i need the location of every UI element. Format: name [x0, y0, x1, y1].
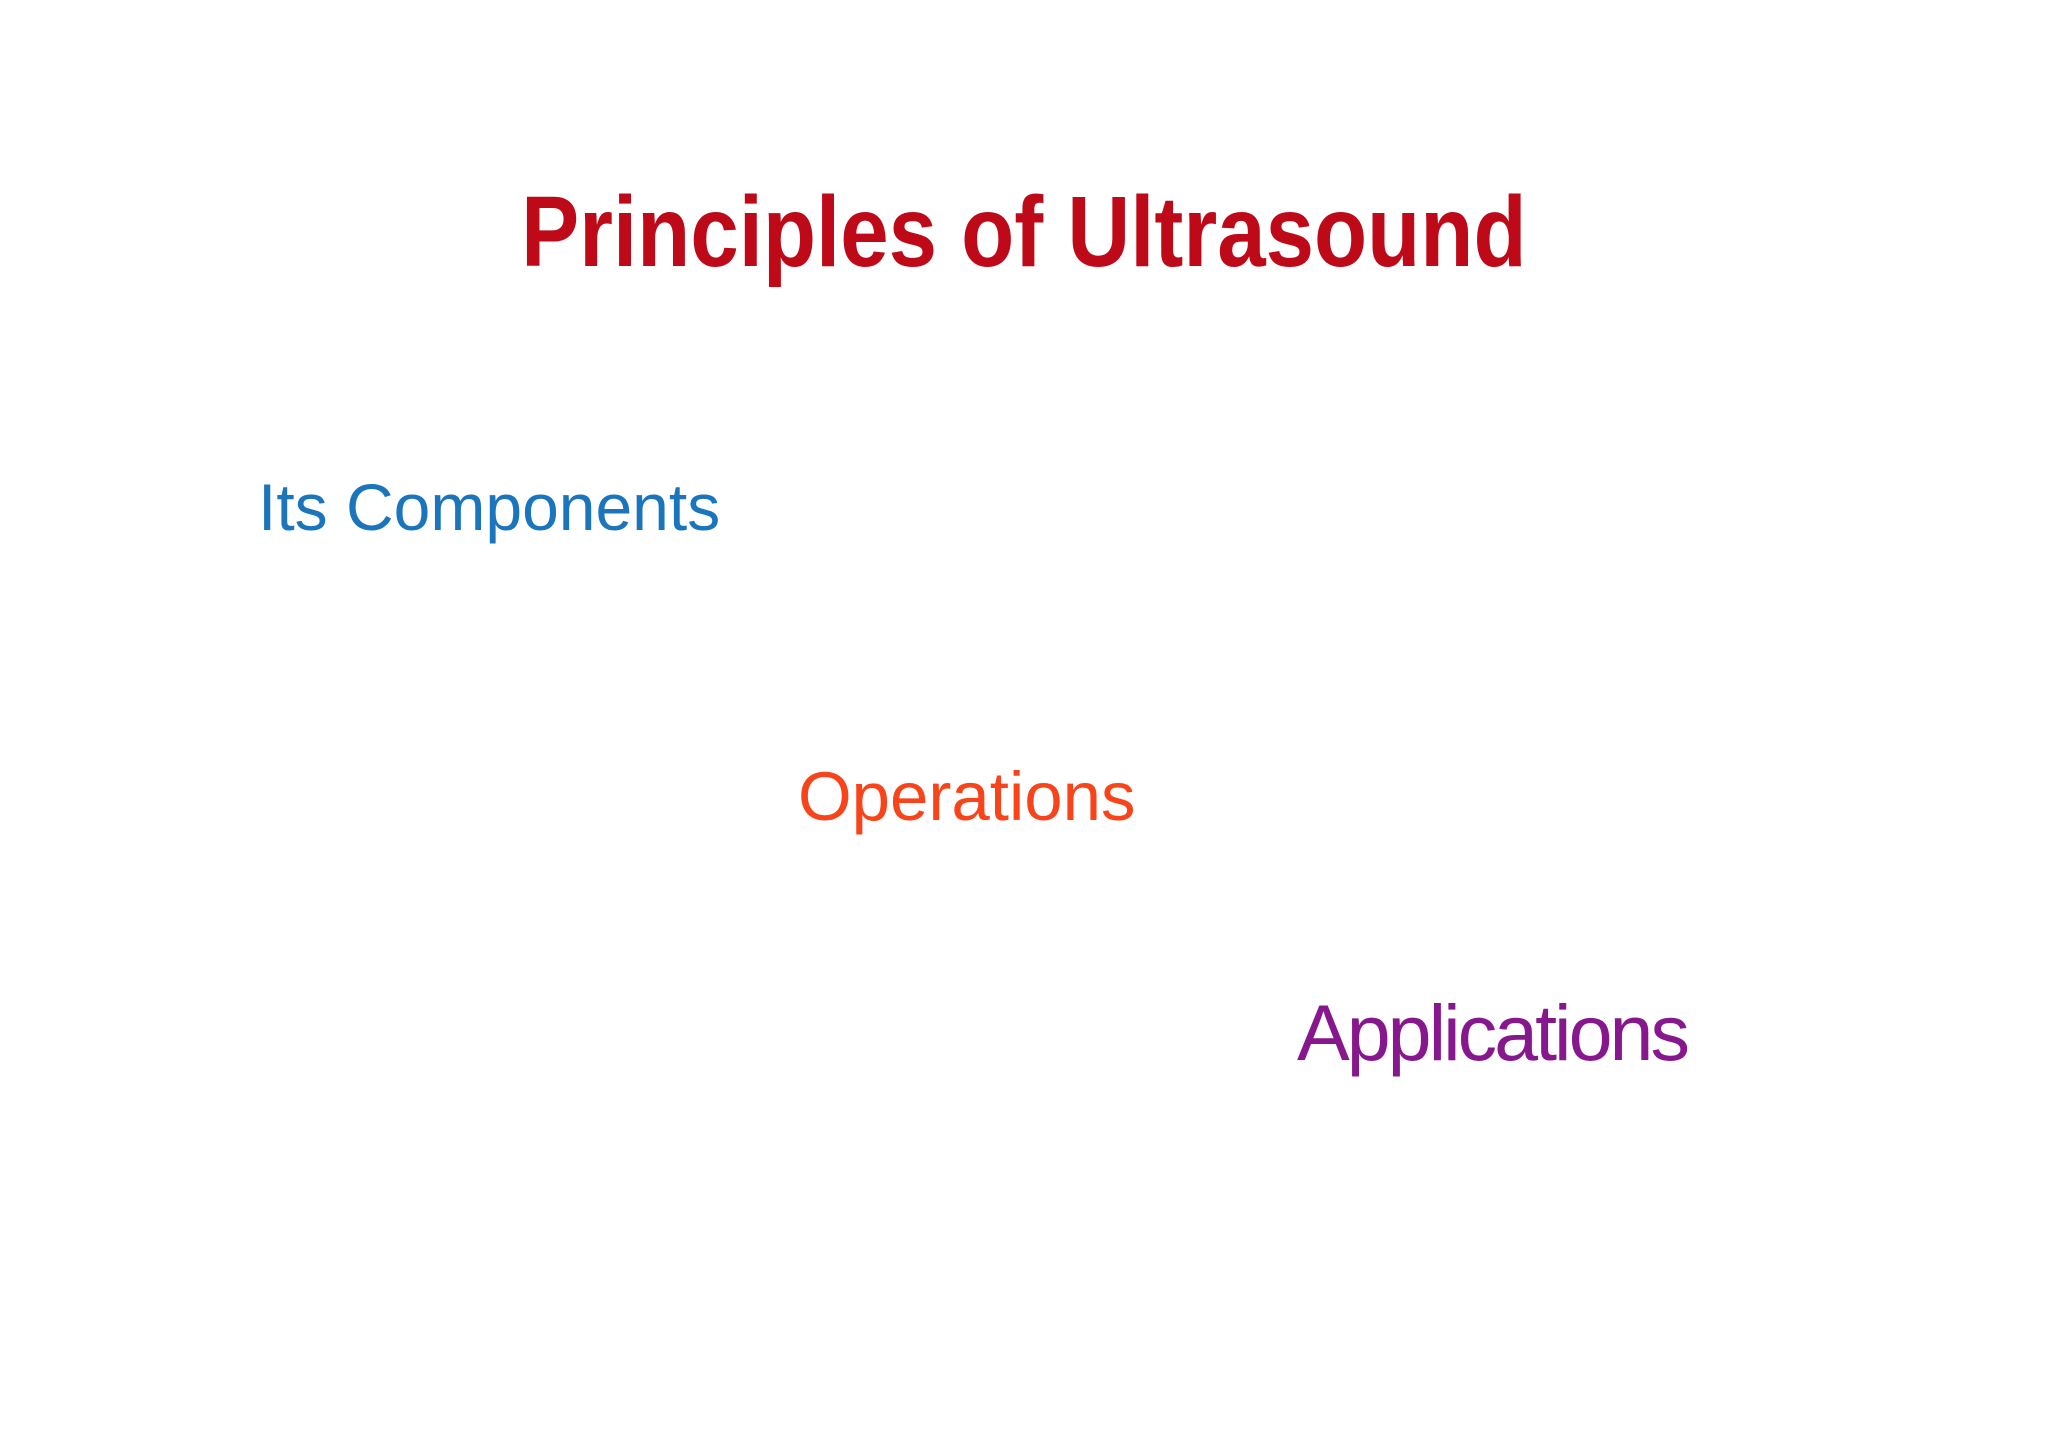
text-applications: Applications — [1297, 988, 1690, 1077]
slide-title: Principles of Ultrasound — [0, 182, 2048, 282]
text-its-components: Its Components — [258, 470, 721, 544]
text-operations: Operations — [798, 758, 1136, 835]
slide-title-text: Principles of Ultrasound — [521, 176, 1527, 288]
